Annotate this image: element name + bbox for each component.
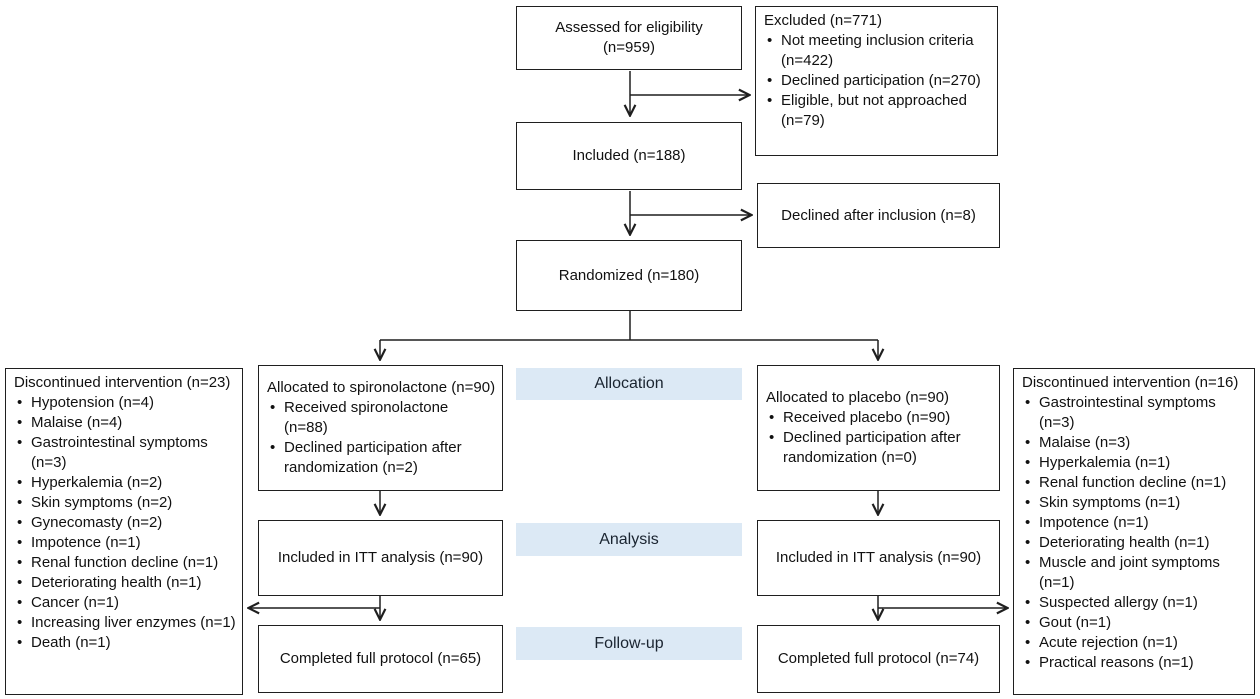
list-item: Increasing liver enzymes (n=1) <box>14 613 236 633</box>
allocated-spironolactone-box: Allocated to spironolactone (n=90) Recei… <box>258 365 503 491</box>
stage-label-analysis: Analysis <box>516 523 742 556</box>
declined-after-inclusion-box: Declined after inclusion (n=8) <box>757 183 1000 248</box>
list-item: Renal function decline (n=1) <box>14 553 236 573</box>
list-item: Impotence (n=1) <box>1022 513 1248 533</box>
stage-label-allocation: Allocation <box>516 368 742 400</box>
list-item: Gastrointestinal symptoms (n=3) <box>14 433 236 473</box>
itt-analysis-right-label: Included in ITT analysis (n=90) <box>775 549 982 566</box>
list-item: Declined participation after randomizati… <box>267 438 496 478</box>
list-item: Hyperkalemia (n=1) <box>1022 453 1248 473</box>
completed-protocol-right-box: Completed full protocol (n=74) <box>757 625 1000 693</box>
assessed-eligibility-label: Assessed for eligibility (n=959) <box>555 19 703 56</box>
list-item: Cancer (n=1) <box>14 593 236 613</box>
included-box: Included (n=188) <box>516 122 742 190</box>
discontinued-right-list: Gastrointestinal symptoms (n=3)Malaise (… <box>1022 393 1248 673</box>
list-item: Malaise (n=3) <box>1022 433 1248 453</box>
list-item: Declined participation (n=270) <box>764 71 991 91</box>
discontinued-left-title: Discontinued intervention (n=23) <box>14 374 231 391</box>
list-item: Skin symptoms (n=1) <box>1022 493 1248 513</box>
stage-label-followup: Follow-up <box>516 627 742 660</box>
declined-after-inclusion-label: Declined after inclusion (n=8) <box>781 206 976 224</box>
list-item: Hypotension (n=4) <box>14 393 236 413</box>
assessed-eligibility-box: Assessed for eligibility (n=959) <box>516 6 742 70</box>
stage-label-followup-text: Follow-up <box>594 634 664 652</box>
excluded-title: Excluded (n=771) <box>764 12 882 29</box>
completed-protocol-left-label: Completed full protocol (n=65) <box>279 650 482 667</box>
list-item: Gastrointestinal symptoms (n=3) <box>1022 393 1248 433</box>
allocated-placebo-list: Received placebo (n=90)Declined particip… <box>766 408 993 468</box>
completed-protocol-left-box: Completed full protocol (n=65) <box>258 625 503 693</box>
randomized-box: Randomized (n=180) <box>516 240 742 311</box>
list-item: Impotence (n=1) <box>14 533 236 553</box>
list-item: Skin symptoms (n=2) <box>14 493 236 513</box>
list-item: Eligible, but not approached (n=79) <box>764 91 991 131</box>
stage-label-allocation-text: Allocation <box>594 375 664 392</box>
list-item: Muscle and joint symptoms (n=1) <box>1022 553 1248 593</box>
allocated-spironolactone-title: Allocated to spironolactone (n=90) <box>267 379 496 396</box>
stage-label-analysis-text: Analysis <box>599 530 659 548</box>
list-item: Received spironolactone (n=88) <box>267 398 496 438</box>
list-item: Declined participation after randomizati… <box>766 428 993 468</box>
list-item: Not meeting inclusion criteria (n=422) <box>764 31 991 71</box>
list-item: Practical reasons (n=1) <box>1022 653 1248 673</box>
itt-analysis-right-box: Included in ITT analysis (n=90) <box>757 520 1000 596</box>
list-item: Renal function decline (n=1) <box>1022 473 1248 493</box>
list-item: Gout (n=1) <box>1022 613 1248 633</box>
allocated-spironolactone-list: Received spironolactone (n=88)Declined p… <box>267 398 496 478</box>
list-item: Malaise (n=4) <box>14 413 236 433</box>
discontinued-left-list: Hypotension (n=4)Malaise (n=4)Gastrointe… <box>14 393 236 653</box>
included-label: Included (n=188) <box>572 147 686 164</box>
discontinued-right-box: Discontinued intervention (n=16) Gastroi… <box>1013 368 1255 695</box>
completed-protocol-right-label: Completed full protocol (n=74) <box>777 650 980 667</box>
list-item: Deteriorating health (n=1) <box>1022 533 1248 553</box>
discontinued-right-title: Discontinued intervention (n=16) <box>1022 374 1239 391</box>
discontinued-left-box: Discontinued intervention (n=23) Hypoten… <box>5 368 243 695</box>
list-item: Hyperkalemia (n=2) <box>14 473 236 493</box>
list-item: Deteriorating health (n=1) <box>14 573 236 593</box>
excluded-box: Excluded (n=771) Not meeting inclusion c… <box>755 6 998 156</box>
list-item: Gynecomasty (n=2) <box>14 513 236 533</box>
itt-analysis-left-box: Included in ITT analysis (n=90) <box>258 520 503 596</box>
randomized-label: Randomized (n=180) <box>558 266 700 284</box>
list-item: Received placebo (n=90) <box>766 408 993 428</box>
list-item: Suspected allergy (n=1) <box>1022 593 1248 613</box>
allocated-placebo-title: Allocated to placebo (n=90) <box>766 389 950 406</box>
list-item: Acute rejection (n=1) <box>1022 633 1248 653</box>
itt-analysis-left-label: Included in ITT analysis (n=90) <box>277 549 484 566</box>
allocated-placebo-box: Allocated to placebo (n=90) Received pla… <box>757 365 1000 491</box>
excluded-list: Not meeting inclusion criteria (n=422)De… <box>764 31 991 131</box>
list-item: Death (n=1) <box>14 633 236 653</box>
